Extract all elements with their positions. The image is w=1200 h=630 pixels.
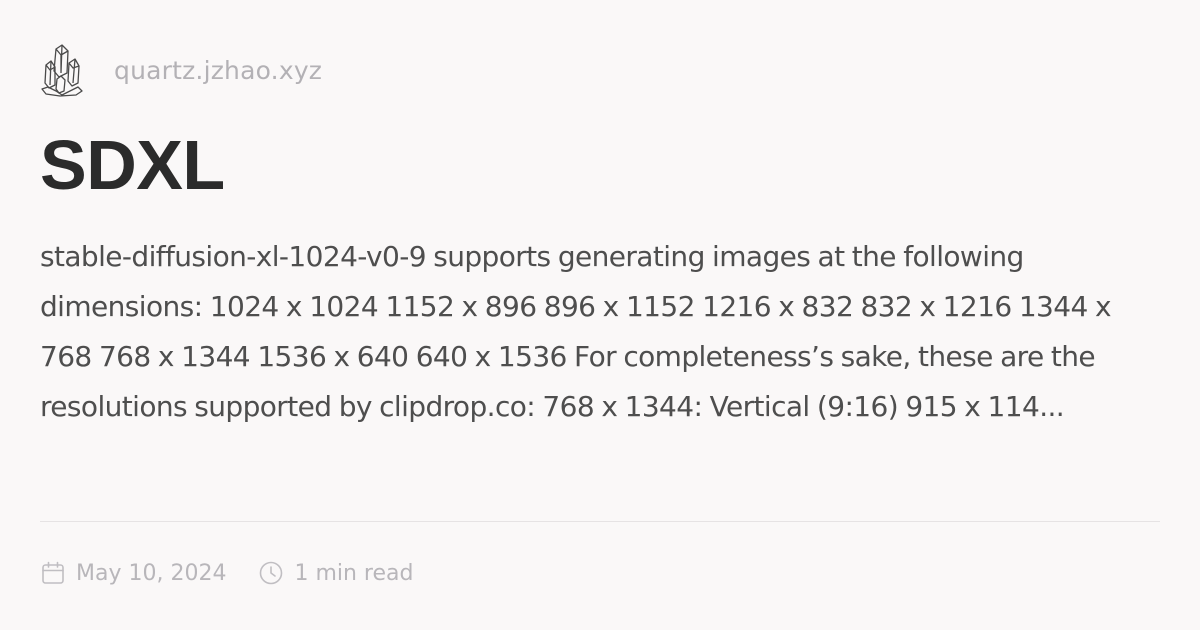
crystal-logo-icon bbox=[40, 40, 96, 100]
site-name: quartz.jzhao.xyz bbox=[114, 55, 323, 85]
article-meta: May 10, 2024 1 min read bbox=[40, 558, 413, 588]
site-header: quartz.jzhao.xyz bbox=[40, 40, 322, 100]
clock-icon bbox=[258, 560, 284, 586]
read-time: 1 min read bbox=[294, 560, 414, 586]
page-description: stable-diffusion-xl-1024-v0-9 supports g… bbox=[40, 240, 1112, 423]
date-meta: May 10, 2024 bbox=[40, 560, 226, 586]
divider bbox=[40, 521, 1160, 522]
read-time-meta: 1 min read bbox=[258, 560, 413, 586]
page-title: SDXL bbox=[40, 126, 225, 204]
og-card: quartz.jzhao.xyz SDXL stable-diffusion-x… bbox=[40, 40, 1160, 590]
publish-date: May 10, 2024 bbox=[76, 560, 227, 586]
calendar-icon bbox=[40, 560, 66, 586]
